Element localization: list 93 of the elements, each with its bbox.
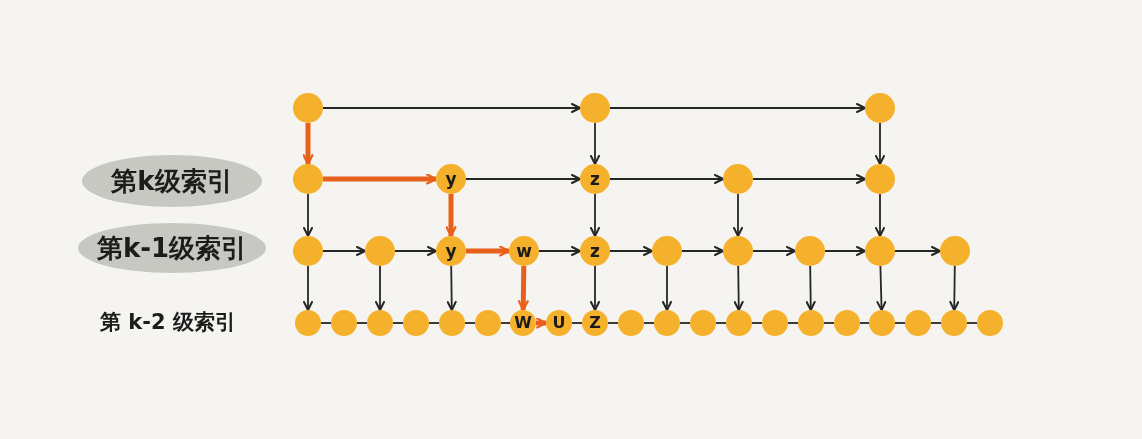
node-circle: y [436, 236, 466, 266]
node-circle [723, 236, 753, 266]
link-line [356, 322, 368, 324]
node-circle [475, 310, 501, 336]
node-circle [941, 310, 967, 336]
link-line [679, 322, 691, 324]
arrow [323, 173, 438, 185]
link-line [787, 322, 799, 324]
arrow [590, 265, 600, 311]
node-circle [293, 164, 323, 194]
link-line [643, 322, 655, 324]
level-tag: 第k级索引 [82, 155, 262, 207]
arrow [609, 246, 653, 256]
arrow [733, 265, 744, 311]
arrow [876, 265, 887, 311]
arrow [446, 265, 457, 311]
node-circle [365, 236, 395, 266]
arrow [894, 246, 941, 256]
arrow [805, 265, 816, 311]
arrow [662, 265, 672, 311]
arrow [322, 246, 366, 256]
node-circle [403, 310, 429, 336]
node-circle [652, 236, 682, 266]
arrow [302, 123, 314, 166]
link-line [859, 322, 870, 324]
node-circle [865, 93, 895, 123]
arrow [536, 317, 548, 329]
node-circle [869, 310, 895, 336]
arrow [875, 122, 885, 165]
arrow [303, 193, 313, 237]
arrow [394, 246, 437, 256]
arrow [375, 265, 385, 311]
node-circle [331, 310, 357, 336]
node-circle [905, 310, 931, 336]
arrow [465, 174, 581, 184]
link-line [464, 322, 476, 324]
level-tag: 第k-1级索引 [78, 223, 266, 273]
node-circle [580, 93, 610, 123]
node-circle [834, 310, 860, 336]
node-circle [295, 310, 321, 336]
node-circle [865, 236, 895, 266]
link-line [894, 322, 906, 324]
arrow [949, 265, 960, 311]
link-line [930, 322, 942, 324]
link-line [607, 322, 619, 324]
node-circle: Z [582, 310, 608, 336]
node-circle [690, 310, 716, 336]
arrow [875, 193, 885, 237]
arrow [681, 246, 724, 256]
arrow [322, 103, 581, 113]
node-circle: z [580, 164, 610, 194]
arrow [752, 246, 796, 256]
node-circle [795, 236, 825, 266]
link-line [966, 322, 978, 324]
node-circle [977, 310, 1003, 336]
arrow [824, 246, 866, 256]
node-circle: W [510, 310, 536, 336]
node-circle [293, 93, 323, 123]
arrow [517, 265, 529, 312]
node-circle [798, 310, 824, 336]
node-circle: z [580, 236, 610, 266]
node-circle [439, 310, 465, 336]
node-circle [618, 310, 644, 336]
node-circle: y [436, 164, 466, 194]
arrow [590, 122, 600, 165]
node-circle [293, 236, 323, 266]
level-label: 第 k-2 级索引 [100, 310, 236, 336]
arrow [445, 194, 457, 238]
node-circle: U [546, 310, 572, 336]
arrow [538, 246, 581, 256]
link-line [320, 322, 332, 324]
arrow [466, 245, 511, 257]
arrow [609, 174, 724, 184]
arrow [590, 193, 600, 237]
link-line [428, 322, 440, 324]
node-circle [367, 310, 393, 336]
arrow [733, 193, 743, 237]
node-circle [865, 164, 895, 194]
node-circle [762, 310, 788, 336]
link-line [392, 322, 404, 324]
link-line [500, 322, 511, 324]
link-line [715, 322, 727, 324]
node-circle [654, 310, 680, 336]
link-line [571, 322, 583, 324]
node-circle [726, 310, 752, 336]
arrow [752, 174, 866, 184]
node-circle [940, 236, 970, 266]
arrow [609, 103, 866, 113]
node-circle: w [509, 236, 539, 266]
link-line [751, 322, 763, 324]
link-line [823, 322, 835, 324]
node-circle [723, 164, 753, 194]
arrow [303, 265, 313, 311]
